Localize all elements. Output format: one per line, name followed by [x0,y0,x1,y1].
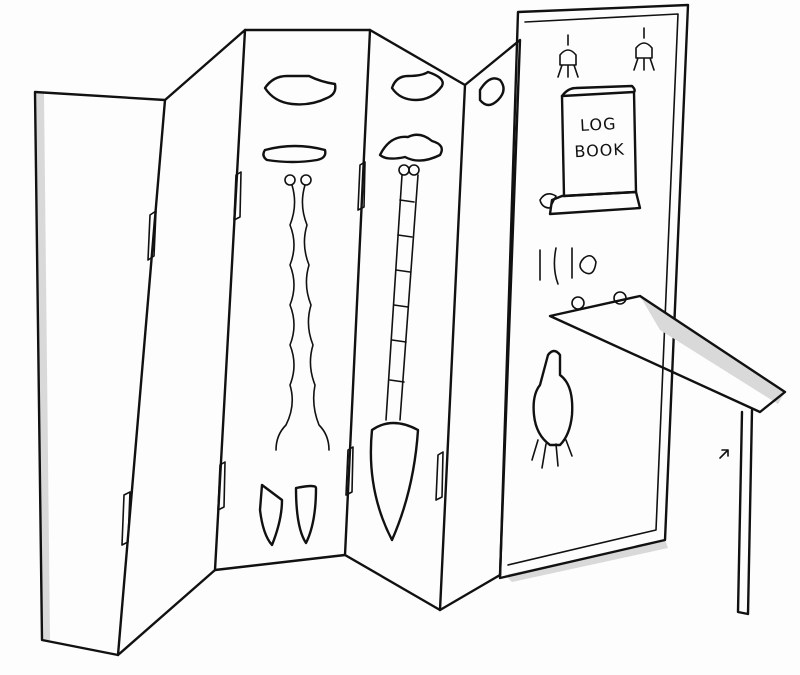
tool-rack-panel-3 [262,74,337,164]
screen-panel-5 [438,38,522,612]
lamp-icons [557,27,655,78]
logbook-label-line1: LOG [579,114,617,135]
fold-out-shelf [548,294,787,414]
screen-panel-6 [498,3,690,582]
screen-panel-2 [116,28,247,657]
logbook [539,84,642,216]
screen-panel-1 [33,90,167,657]
gloves [531,349,574,469]
screen-panel-4 [343,28,467,612]
garden-fork [258,174,330,547]
tool-rack-panel-4 [378,70,444,162]
panel-5-shape [478,77,505,107]
logbook-label: LOG BOOK [565,110,634,165]
shelf-post [719,408,754,616]
shovel [369,164,420,542]
logbook-label-line2: BOOK [574,139,626,162]
small-tools-row [539,247,627,310]
screen-panel-3 [213,28,372,572]
